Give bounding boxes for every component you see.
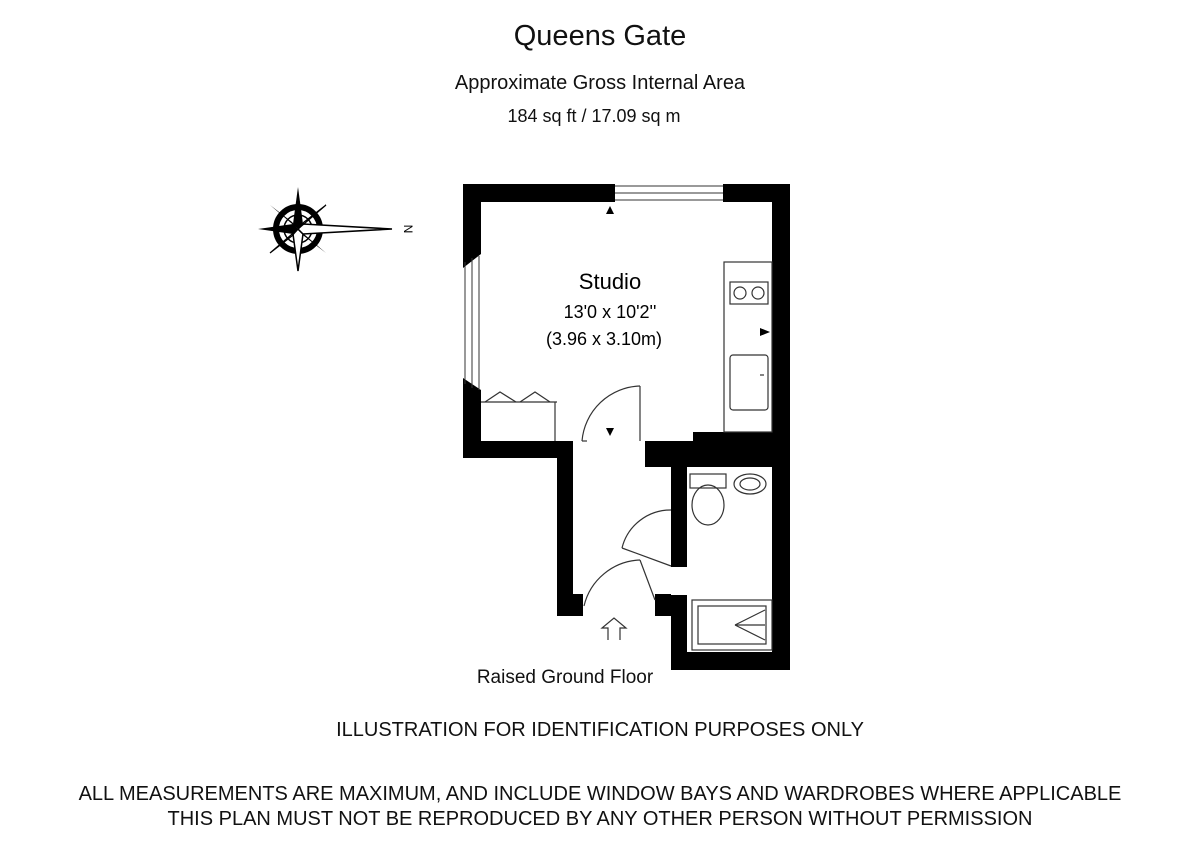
compass-icon: N [258, 187, 415, 272]
compass-north-label: N [401, 225, 415, 234]
arrow-marker [606, 428, 614, 436]
wardrobe [481, 391, 557, 441]
floor-label: Raised Ground Floor [476, 667, 654, 688]
room-dimensions-imperial: 13'0 x 10'2'' [564, 302, 657, 322]
arrow-marker [606, 206, 614, 214]
walls [463, 184, 790, 670]
shower-tray [691, 599, 773, 651]
studio-door [581, 385, 641, 442]
entrance-arrow-icon [600, 617, 628, 640]
measurement-notice: ALL MEASUREMENTS ARE MAXIMUM, AND INCLUD… [78, 783, 1122, 805]
arrow-marker [760, 328, 770, 336]
disclaimer-text: ILLUSTRATION FOR IDENTIFICATION PURPOSES… [336, 719, 864, 741]
bathroom-door [621, 509, 672, 567]
bathroom-fixtures [689, 473, 767, 526]
area-value: 184 sq ft / 17.09 sq m [507, 106, 681, 126]
plan-title: Queens Gate [513, 20, 687, 52]
room-name-studio: Studio [579, 269, 641, 294]
kitchen-units [723, 261, 773, 433]
room-dimensions-metric: (3.96 x 3.10m) [546, 329, 662, 349]
entry-door [583, 559, 656, 607]
copyright-notice: THIS PLAN MUST NOT BE REPRODUCED BY ANY … [167, 808, 1033, 830]
window-left [464, 256, 480, 390]
window-top [615, 185, 723, 201]
area-caption: Approximate Gross Internal Area [454, 72, 746, 94]
